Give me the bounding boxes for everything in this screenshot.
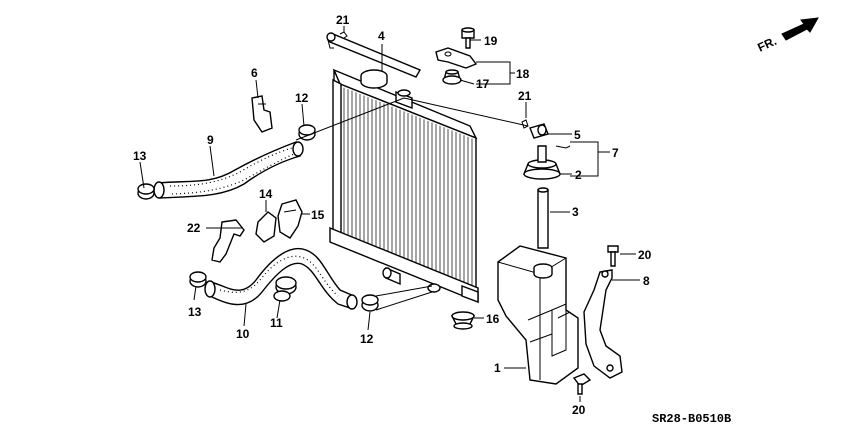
callout-9: 9 (207, 133, 214, 147)
clip-14 (255, 211, 277, 243)
reserve-tank-1 (497, 245, 579, 385)
tank-bracket-8 (583, 269, 623, 379)
callout-1: 1 (494, 361, 501, 375)
callout-20-lower: 20 (572, 403, 586, 417)
lower-radiator-hose-10 (204, 248, 358, 310)
callout-19: 19 (484, 34, 498, 48)
hose-3 (537, 187, 549, 249)
callout-21-lower: 21 (518, 89, 532, 103)
clamp-13-lower (189, 271, 207, 288)
bolt-19 (461, 27, 475, 49)
joint-5 (529, 123, 549, 139)
bolt-20-lower (572, 373, 592, 395)
callout-20-upper: 20 (638, 248, 652, 262)
callout-4: 4 (378, 29, 385, 43)
callout-8: 8 (643, 274, 650, 288)
clip-7 (555, 145, 571, 149)
clip-21-lower (521, 119, 529, 129)
callout-13-lower: 13 (188, 305, 202, 319)
callout-18: 18 (516, 67, 530, 81)
clamp-12-lower (361, 294, 379, 312)
callout-12-upper: 12 (295, 91, 309, 105)
callout-14: 14 (259, 187, 273, 201)
drawing-code: SR28-B0510B (652, 412, 731, 426)
callout-21-upper: 21 (336, 13, 350, 27)
callout-13-upper: 13 (133, 149, 147, 163)
bracket-18 (435, 47, 478, 69)
callout-15: 15 (311, 208, 325, 222)
bolt-20-upper (607, 245, 619, 267)
clip-22 (211, 219, 245, 263)
front-direction-indicator: FR. (755, 17, 819, 55)
radiator (329, 68, 479, 304)
callout-6: 6 (251, 66, 258, 80)
callout-10: 10 (236, 327, 250, 341)
clip-6 (251, 95, 273, 133)
cushion-17 (442, 69, 462, 85)
upper-radiator-hose-9 (153, 141, 304, 199)
front-arrow-icon (781, 17, 819, 41)
callout-7: 7 (612, 146, 619, 160)
front-label: FR. (755, 34, 778, 55)
reserve-cap-2 (522, 145, 562, 180)
callout-12-lower: 12 (360, 332, 374, 346)
clamp-11 (273, 276, 297, 302)
clamp-13-upper (137, 183, 155, 200)
clip-15 (277, 199, 303, 239)
callout-22: 22 (187, 221, 201, 235)
overflow-hose-4 (326, 32, 422, 78)
callout-3: 3 (572, 205, 579, 219)
callout-5: 5 (574, 128, 581, 142)
callouts: 21 4 19 18 17 6 12 21 5 9 7 13 2 14 3 15… (133, 13, 652, 417)
callout-16: 16 (486, 312, 500, 326)
cushion-16 (450, 311, 476, 330)
callout-11: 11 (270, 316, 283, 330)
callout-17: 17 (476, 77, 490, 91)
callout-2: 2 (575, 168, 582, 182)
leader-lines (139, 26, 640, 402)
clip-21-upper (339, 31, 348, 39)
